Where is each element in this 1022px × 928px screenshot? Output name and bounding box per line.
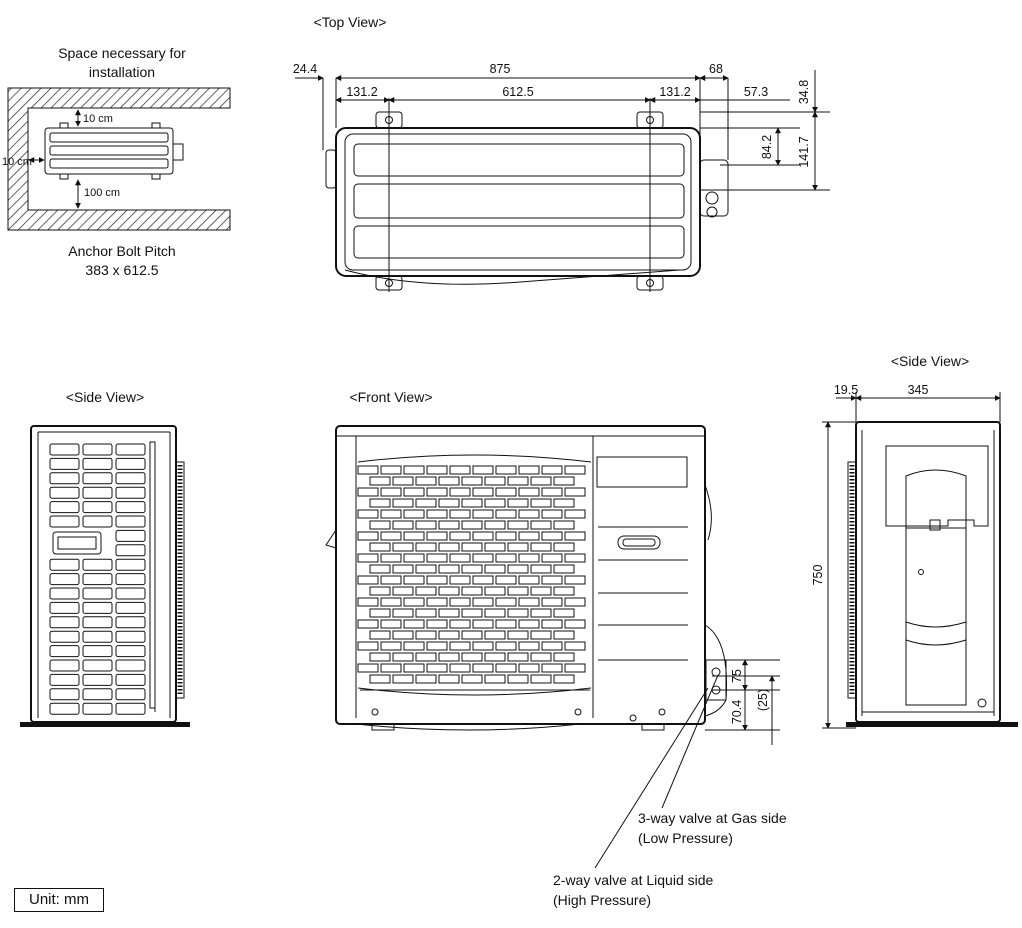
side-view-right-title: <Side View> — [891, 353, 969, 369]
install-title-line2: installation — [89, 64, 155, 80]
gas-valve-label: 3-way valve at Gas side — [638, 810, 787, 826]
unit-label: Unit: mm — [14, 888, 104, 912]
dim-height: 750 — [811, 565, 825, 586]
side-view-right: <Side View> 19.5 345 750 — [811, 353, 1018, 729]
dim-34-8: 34.8 — [797, 80, 811, 104]
gas-valve-pressure: (Low Pressure) — [638, 830, 733, 846]
dim-84-2: 84.2 — [760, 135, 774, 159]
dim-141-7: 141.7 — [797, 136, 811, 167]
dim-bolt-pitch: 612.5 — [502, 85, 533, 99]
dim-depth: 345 — [908, 383, 929, 397]
dim-total-width: 875 — [490, 62, 511, 76]
anchor-bolt-value: 383 x 612.5 — [85, 262, 158, 278]
liquid-valve-label: 2-way valve at Liquid side — [553, 872, 714, 888]
top-view-title: <Top View> — [314, 14, 387, 30]
side-view-left: <Side View> — [20, 389, 190, 727]
front-panel-slats — [598, 526, 688, 661]
liquid-valve-pressure: (High Pressure) — [553, 892, 651, 908]
dim-bolt-left: 131.2 — [346, 85, 377, 99]
anchor-bolt-title: Anchor Bolt Pitch — [68, 243, 175, 259]
install-gap-bottom: 100 cm — [84, 187, 120, 199]
side-view-left-title: <Side View> — [66, 389, 144, 405]
dim-depth-offset: 19.5 — [834, 383, 858, 397]
install-gap-top: 10 cm — [83, 113, 113, 125]
side-grille — [49, 441, 156, 715]
top-view: <Top View> 24.4 875 68 131.2 612.5 131.2… — [293, 14, 830, 292]
dim-left-offset: 24.4 — [293, 62, 317, 76]
dim-25: (25) — [756, 689, 770, 711]
dim-75: 75 — [730, 669, 744, 683]
dim-bolt-right: 131.2 — [659, 85, 690, 99]
front-view-title: <Front View> — [349, 389, 432, 405]
dim-70-4: 70.4 — [730, 700, 744, 724]
install-title-line1: Space necessary for — [58, 45, 186, 61]
dim-valve-offset: 57.3 — [744, 85, 768, 99]
dim-right-offset: 68 — [709, 62, 723, 76]
installation-space-diagram: Space necessary for installation 10 cm 1… — [2, 45, 231, 278]
install-gap-left: 10 cm — [2, 156, 32, 168]
front-fan-grille — [357, 454, 592, 696]
front-view: <Front View> 75 70.4 (25) — [325, 389, 780, 869]
